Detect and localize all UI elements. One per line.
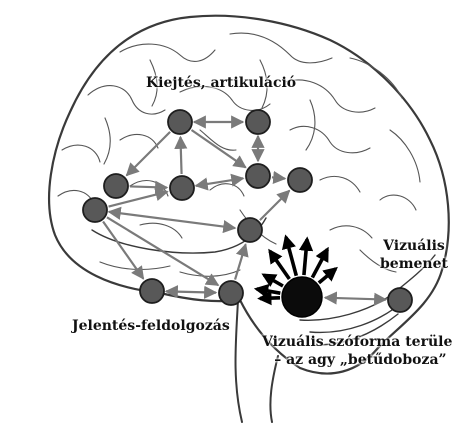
network-node-3 — [104, 174, 128, 198]
connection-arrow-7 — [272, 177, 285, 178]
connection-arrow-10 — [103, 221, 143, 278]
hub-arrow-6 — [312, 249, 327, 277]
hub-arrow-5 — [304, 239, 307, 275]
hub-arrow-1 — [257, 289, 281, 293]
network-node-2 — [246, 110, 270, 134]
hub-arrow-3 — [270, 251, 290, 279]
connection-arrow-2 — [127, 132, 170, 175]
network-node-10 — [219, 281, 243, 305]
label-meaning-processing: Jelentés-feldolgozás — [72, 317, 230, 335]
hub-arrow-7 — [319, 269, 336, 283]
network-node-5 — [246, 164, 270, 188]
hub-arrow-4 — [286, 237, 296, 276]
network-node-7 — [83, 198, 107, 222]
network-node-8 — [238, 218, 262, 242]
connection-arrow-15 — [180, 137, 181, 174]
network-node-6 — [288, 168, 312, 192]
network-node-1 — [168, 110, 192, 134]
network-node-9 — [140, 279, 164, 303]
connection-arrow-13 — [166, 291, 216, 292]
label-visual-input-line2: bemenet — [380, 255, 448, 273]
connection-arrow-12 — [260, 191, 289, 220]
label-visual-input-line1: Vizuális — [380, 237, 448, 255]
network-node-4 — [170, 176, 194, 200]
label-vwfa-line2: – az agy „betűdoboza” — [262, 351, 452, 369]
hub-arrow-2 — [264, 275, 283, 286]
connection-arrow-5 — [130, 186, 167, 187]
connection-arrow-14 — [235, 244, 246, 279]
visual-input-arrow — [325, 298, 386, 300]
connection-arrow-9 — [109, 212, 235, 228]
visual-input-node — [388, 288, 412, 312]
hub-arrow-8 — [260, 298, 280, 299]
label-visual-input: Vizuális bemenet — [380, 237, 448, 273]
connection-arrow-3 — [192, 130, 246, 167]
network-nodes — [83, 110, 412, 317]
visual-word-form-hub — [282, 277, 322, 317]
label-vwfa-line1: Vizuális szóforma terület — [262, 333, 452, 351]
label-visual-word-form-area: Vizuális szóforma terület – az agy „betű… — [262, 333, 452, 369]
label-articulation: Kiejtés, artikuláció — [146, 74, 296, 92]
network-connections — [103, 122, 386, 300]
